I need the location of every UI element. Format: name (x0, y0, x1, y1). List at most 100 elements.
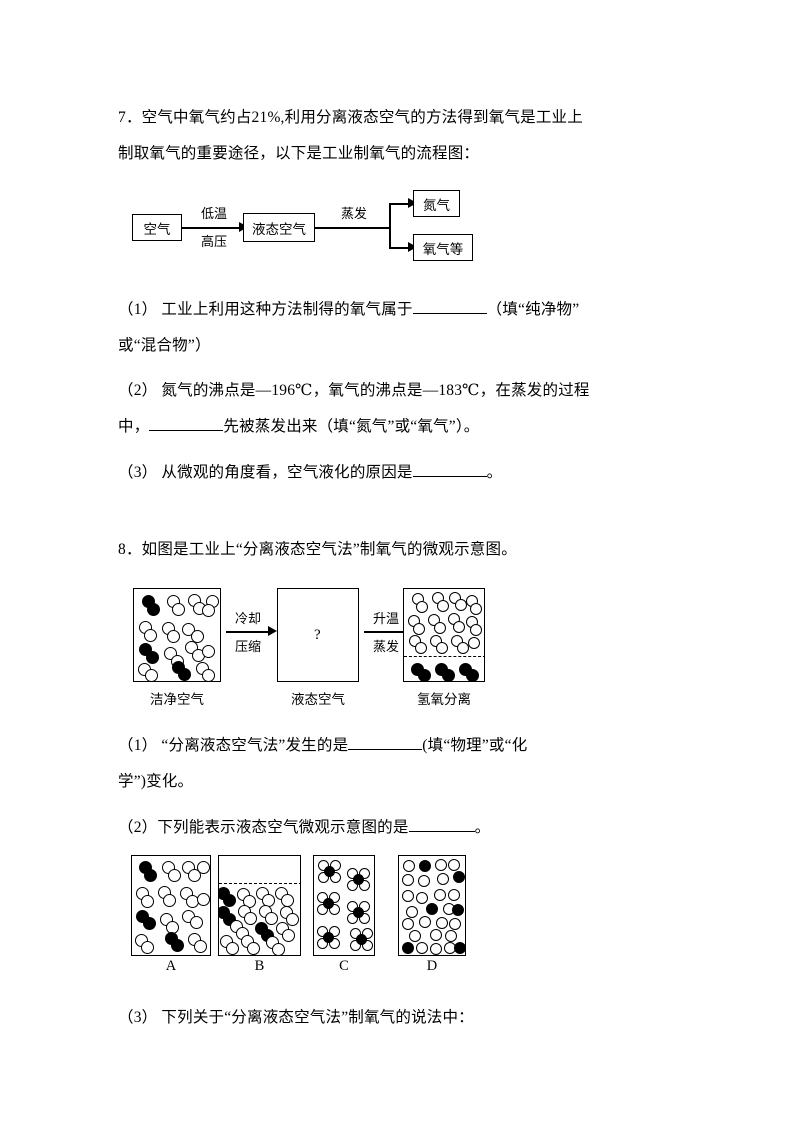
flow-connector-1 (182, 227, 242, 229)
atom-white (330, 872, 341, 883)
q7-sub3-text-b: 。 (486, 464, 503, 481)
flow-label-cool-bottom: 高压 (200, 234, 227, 249)
atom-white (318, 860, 329, 871)
atom-white (430, 929, 442, 941)
atom-white (244, 912, 257, 925)
micro-arrow-2-label-bottom: 蒸发 (372, 639, 399, 654)
atom-white (317, 926, 328, 937)
atom-black (324, 866, 335, 877)
atom-white (416, 942, 428, 954)
flow-box-oxygen: 氧气等 (413, 234, 473, 261)
micro-arrow-2-line (364, 631, 409, 633)
option-box-b[interactable] (218, 855, 301, 956)
option-label-a: A (165, 958, 177, 974)
atom-black (171, 939, 184, 952)
atom-black (223, 894, 236, 907)
atom-white (470, 624, 482, 636)
atom-white (419, 916, 431, 928)
q7-sub2-line2: 中，先被蒸发出来（填“氮气”或“氧气”）。 (118, 409, 479, 445)
q8-sub2-text-a: （2）下列能表示液态空气微观示意图的是 (118, 819, 409, 836)
atom-black (402, 942, 414, 954)
flow-arrowhead-top (408, 198, 417, 208)
atom-white (272, 943, 285, 955)
atom-white (329, 892, 340, 903)
atom-black (323, 898, 334, 909)
micro-box-separated (403, 588, 485, 682)
atom-black (452, 904, 464, 916)
atom-white (350, 928, 361, 939)
q8-sub2-text-b: 。 (474, 819, 491, 836)
atom-white (247, 942, 260, 955)
flow-label-cool-top: 低温 (200, 206, 227, 221)
atom-black (454, 942, 465, 954)
micro-arrow-1-head (268, 626, 277, 636)
option-label-c: C (339, 958, 349, 974)
q7-sub1-line2: 或“混合物”） (118, 337, 211, 354)
atom-white (197, 893, 210, 906)
atom-white (163, 894, 176, 907)
option-label-d: D (426, 958, 438, 974)
atom-white (202, 604, 215, 617)
atom-black (419, 860, 431, 872)
micro-arrow-1-label-bottom: 压缩 (234, 639, 261, 654)
micro-question-mark: ? (314, 627, 321, 643)
atom-white (402, 874, 414, 886)
option-b-dashline (219, 883, 300, 884)
atom-black (356, 934, 367, 945)
q8-sub3-line: （3） 下列关于“分离液态空气法”制氧气的说法中： (118, 1009, 474, 1026)
atom-white (191, 630, 204, 643)
q8-sub2-blank[interactable] (408, 817, 475, 832)
atom-white (415, 642, 427, 654)
micro-caption-separated: 氢氧分离 (417, 692, 471, 707)
micro-arrow-1-label-top: 冷却 (234, 611, 261, 626)
atom-white (418, 875, 430, 887)
atom-black (466, 669, 479, 681)
atom-white (202, 645, 215, 658)
atom-white (359, 880, 370, 891)
atom-white (457, 642, 469, 654)
flow-branch-bottom (389, 247, 411, 249)
atom-white (347, 880, 358, 891)
q7-line-1: 7．空气中氧气约占21%,利用分离液态空气的方法得到氧气是工业上 (118, 109, 583, 126)
option-box-c[interactable] (313, 855, 375, 956)
q8-sub1-blank[interactable] (348, 735, 423, 750)
atom-white (413, 623, 425, 635)
q8-sub1-line1: （1） “分离液态空气法”发生的是(填“物理”或“化 (118, 728, 527, 764)
atom-white (282, 929, 295, 942)
q7-sub3-blank[interactable] (412, 462, 487, 477)
q8-sub1-line2: 学”)变化。 (118, 773, 194, 790)
flow-branch-top (389, 203, 411, 205)
q8-sub2-line: （2）下列能表示液态空气微观示意图的是 。 (118, 810, 490, 846)
atom-white (402, 890, 414, 902)
atom-white (359, 868, 370, 879)
atom-white (362, 940, 373, 951)
atom-white (416, 892, 428, 904)
atom-white (445, 930, 457, 942)
atom-white (329, 938, 340, 949)
flow-box-liquid-air: 液态空气 (243, 213, 315, 242)
atom-white (226, 942, 239, 955)
option-box-a[interactable] (131, 855, 211, 956)
q7-sub2-blank[interactable] (149, 416, 224, 431)
q7-sub2-text-c: 先被蒸发出来（填“氮气”或“氧气”）。 (223, 418, 480, 435)
micro-box-clean-air (133, 588, 221, 682)
flow-label-evaporate: 蒸发 (340, 206, 367, 221)
flow-box-nitrogen: 氮气 (413, 190, 460, 217)
atom-white (449, 918, 461, 930)
atom-black (418, 669, 431, 681)
option-box-d[interactable] (398, 855, 466, 956)
q7-sub2-line1: （2） 氮气的沸点是—196℃，氧气的沸点是—183℃，在蒸发的过程 (118, 382, 590, 399)
flow-split-bar (389, 203, 391, 249)
atom-white (402, 918, 414, 930)
micro-arrow-1-line (226, 631, 271, 633)
micro-caption-clean-air: 洁净空气 (150, 692, 204, 707)
atom-white (468, 637, 480, 649)
atom-white (350, 940, 361, 951)
option-label-b: B (254, 958, 265, 974)
atom-white (434, 622, 446, 634)
atom-white (317, 904, 328, 915)
atom-white (448, 859, 460, 871)
q7-sub3-line1: （3） 从微观的角度看，空气液化的原因是。 (118, 455, 502, 491)
q7-sub1-blank[interactable] (412, 299, 487, 314)
